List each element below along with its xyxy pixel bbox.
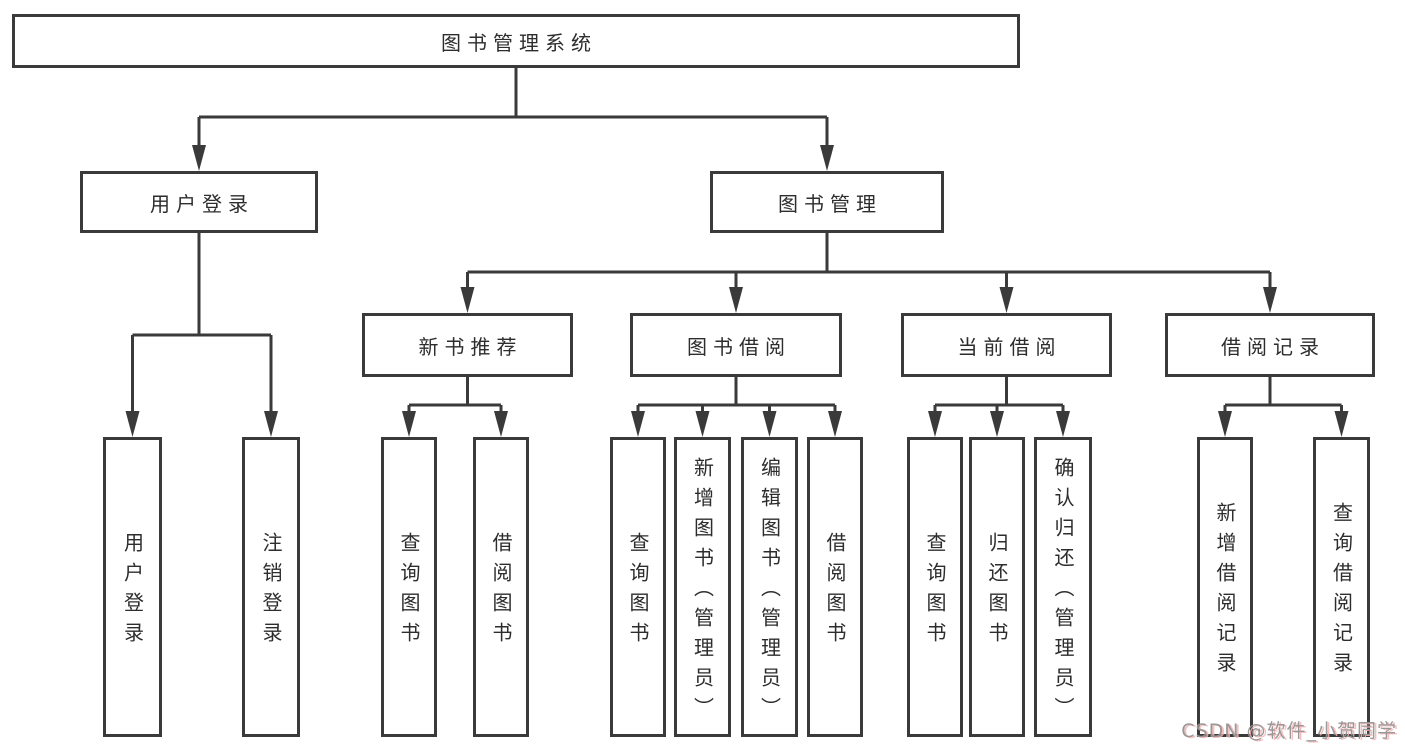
arrowhead-icon [264, 411, 278, 437]
leaf-label: 新增图书（管理员） [690, 457, 715, 727]
branch-user-login-children [131, 233, 273, 416]
leaf-label: 注销登录 [259, 532, 283, 652]
leaf-label: 借阅图书 [489, 532, 513, 652]
leaf-logout: 注销登录 [242, 437, 300, 737]
node-user-login: 用户登录 [80, 171, 318, 233]
arrowhead-icon [1218, 411, 1232, 437]
leaf-label: 查询借阅记录 [1329, 502, 1354, 682]
leaf-label: 归还图书 [985, 532, 1009, 652]
branch-borrow-record-children [1223, 377, 1343, 416]
leaf-label: 借阅图书 [823, 532, 847, 652]
branch-book-borrow-children [636, 377, 837, 416]
node-book-management: 图书管理 [710, 171, 944, 233]
arrowhead-icon [828, 411, 842, 437]
arrowhead-icon [729, 287, 743, 313]
leaf-query-books-newbook: 查询图书 [381, 437, 437, 737]
leaf-query-books-current: 查询图书 [907, 437, 963, 737]
leaf-query-books-borrow: 查询图书 [610, 437, 666, 737]
leaf-label: 查询图书 [626, 532, 650, 652]
branch-new-book-children [407, 377, 503, 416]
node-new-book-recommend: 新书推荐 [362, 313, 573, 377]
arrowhead-icon [928, 411, 942, 437]
arrowhead-icon [1334, 411, 1349, 437]
node-label: 当前借阅 [957, 334, 1062, 359]
arrowhead-icon [695, 411, 710, 437]
leaf-borrow-books-newbook: 借阅图书 [473, 437, 529, 737]
arrowhead-icon [460, 287, 475, 313]
arrowhead-icon [125, 411, 140, 437]
leaf-return-books: 归还图书 [969, 437, 1025, 737]
arrowhead-icon [631, 411, 645, 437]
leaf-confirm-return-admin: 确认归还（管理员） [1034, 437, 1092, 737]
node-label: 新书推荐 [418, 334, 523, 359]
leaf-label: 确认归还（管理员） [1051, 457, 1075, 727]
csdn-watermark: CSDN @软件_小贺同学 [1181, 720, 1397, 742]
node-label: 借阅记录 [1221, 334, 1325, 359]
branch-book-mgmt-children [466, 233, 1272, 292]
node-label: 用户登录 [150, 191, 254, 216]
arrowhead-icon [494, 411, 508, 437]
arrowhead-icon [999, 287, 1014, 313]
leaf-label: 用户登录 [120, 532, 145, 652]
branch-root-to-level2 [197, 68, 829, 150]
node-book-borrowing: 图书借阅 [630, 313, 842, 377]
leaf-add-books-admin: 新增图书（管理员） [674, 437, 731, 737]
arrowhead-icon [1263, 287, 1277, 313]
leaf-add-borrow-record: 新增借阅记录 [1197, 437, 1253, 737]
node-library-management-system: 图书管理系统 [12, 14, 1020, 68]
node-borrowing-records: 借阅记录 [1165, 313, 1375, 377]
leaf-borrow-books: 借阅图书 [807, 437, 863, 737]
arrowhead-icon [762, 411, 777, 437]
node-label: 图书管理 [778, 191, 882, 216]
leaf-label: 查询图书 [923, 532, 947, 652]
branch-current-borrow-children [933, 377, 1065, 416]
arrowhead-icon [192, 145, 206, 171]
node-current-borrowing: 当前借阅 [901, 313, 1112, 377]
arrowhead-icon [820, 145, 834, 171]
node-label: 图书借阅 [687, 334, 791, 359]
leaf-query-borrow-record: 查询借阅记录 [1313, 437, 1370, 737]
arrowhead-icon [402, 411, 416, 437]
leaf-user-login: 用户登录 [103, 437, 162, 737]
node-label: 图书管理系统 [441, 30, 597, 55]
leaf-label: 编辑图书（管理员） [757, 457, 782, 727]
arrowhead-icon [990, 411, 1004, 437]
leaf-label: 新增借阅记录 [1213, 502, 1237, 682]
arrowhead-icon [1056, 411, 1070, 437]
leaf-edit-books-admin: 编辑图书（管理员） [741, 437, 798, 737]
leaf-label: 查询图书 [397, 532, 421, 652]
